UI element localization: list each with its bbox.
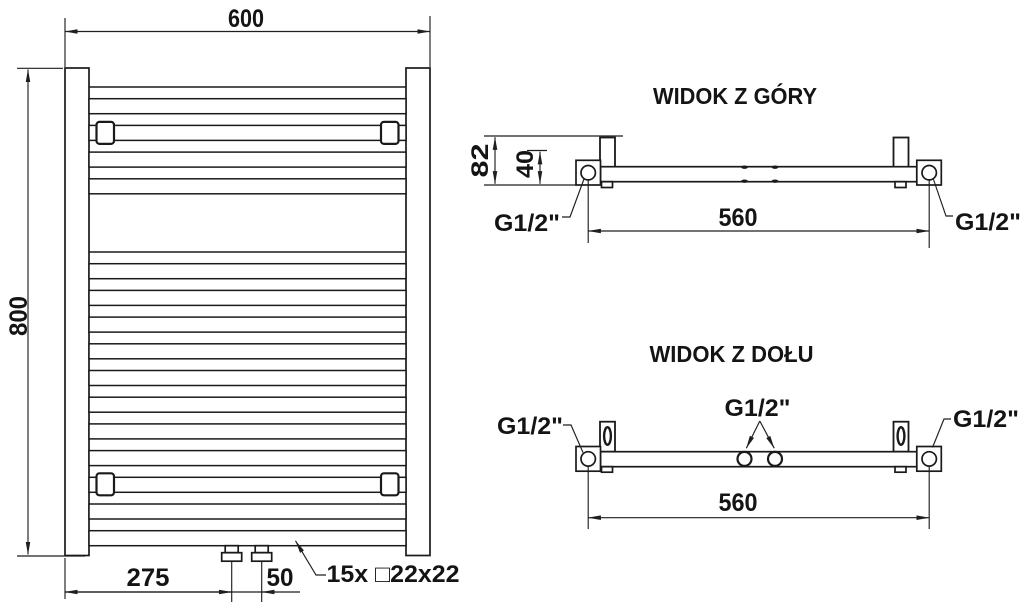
leader-line <box>932 179 953 217</box>
dim-width-label: 600 <box>228 5 264 33</box>
dim-valve-spacing-label: 50 <box>267 564 294 592</box>
tube <box>88 316 407 333</box>
bracket-slot <box>896 426 906 447</box>
tube <box>88 476 407 494</box>
tube <box>88 449 407 467</box>
tube-note-label: 15x □22x22 <box>327 561 460 588</box>
leader-line <box>562 178 585 218</box>
center-port-mark <box>771 165 779 169</box>
tube-bar <box>599 165 918 183</box>
tube <box>88 97 407 115</box>
leader-line <box>931 418 951 448</box>
valve-body <box>220 551 243 563</box>
center-port-circle <box>736 450 753 467</box>
dim-block-label: 40 <box>512 150 539 178</box>
center-port-circle <box>766 450 784 467</box>
tube <box>88 343 407 360</box>
tube <box>88 262 407 280</box>
bracket-foot <box>894 465 907 474</box>
bracket-slot <box>602 426 613 447</box>
tube <box>88 178 407 195</box>
bracket-clip <box>379 120 400 146</box>
port-circle <box>921 450 938 467</box>
tube <box>88 423 407 440</box>
wall-bracket <box>892 136 910 168</box>
center-port-mark <box>741 179 748 183</box>
wall-bracket <box>599 136 616 168</box>
bottom-view-title: WIDOK Z DOŁU <box>650 341 814 367</box>
tube <box>88 289 407 307</box>
valve-cap <box>254 544 270 554</box>
center-port-mark <box>771 179 779 183</box>
valve-body <box>250 551 273 563</box>
center-port-mark <box>741 165 748 169</box>
port-left-label: G1/2" <box>494 210 560 237</box>
bracket-clip <box>95 120 116 146</box>
tube <box>88 503 407 520</box>
valve-cap <box>224 544 240 554</box>
port-left-label: G1/2" <box>497 413 563 440</box>
dim-axis-label: 560 <box>719 489 758 517</box>
bracket-clip <box>379 472 400 497</box>
front-view: 600 800 <box>5 5 460 602</box>
tube <box>88 396 407 413</box>
top-view-title: WIDOK Z GÓRY <box>653 82 817 109</box>
bracket-foot <box>894 180 907 189</box>
bracket-foot <box>600 465 614 474</box>
dim-axis-label: 560 <box>719 204 758 232</box>
port-circle <box>580 164 597 181</box>
tube <box>88 529 407 547</box>
dim-valve-offset-label: 275 <box>127 564 170 592</box>
leader-line <box>563 424 584 453</box>
port-right-label: G1/2" <box>955 209 1021 236</box>
bracket-foot <box>600 180 614 189</box>
leader-line-tube-note <box>295 540 326 576</box>
bottom-view: WIDOK Z DOŁU G1/2" G1/2" G1/2" 560 <box>497 341 1019 529</box>
tube <box>88 151 407 168</box>
port-right-label: G1/2" <box>953 406 1019 433</box>
right-collector-rail <box>405 67 431 557</box>
tube <box>88 124 407 142</box>
port-circle <box>580 450 597 467</box>
port-circle <box>921 164 938 181</box>
dim-height-label: 800 <box>5 296 33 336</box>
left-collector-rail <box>64 67 90 557</box>
tube <box>88 369 407 387</box>
dim-depth-label: 82 <box>467 144 494 178</box>
leader-arrow <box>745 420 761 449</box>
bracket-clip <box>95 472 116 497</box>
port-center-label: G1/2" <box>725 395 791 422</box>
top-view: WIDOK Z GÓRY 82 40 560 G1/2" G1/2" <box>467 82 1021 248</box>
tube-bar <box>599 450 918 468</box>
leader-arrow <box>759 420 775 449</box>
